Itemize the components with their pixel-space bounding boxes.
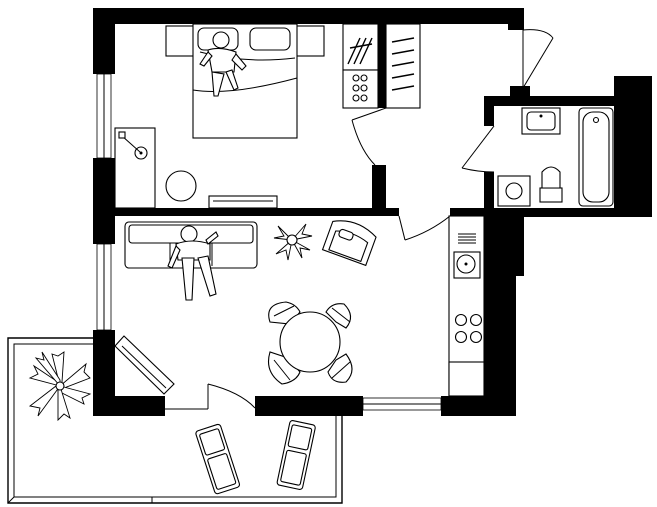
sink bbox=[453, 251, 481, 279]
washing-machine bbox=[497, 175, 531, 207]
wall-lamp bbox=[114, 335, 175, 395]
windows bbox=[96, 73, 442, 411]
wall-wardrobe bbox=[378, 8, 386, 108]
potted-plant bbox=[273, 223, 313, 261]
door-balcony bbox=[165, 383, 256, 410]
wardrobe bbox=[342, 23, 421, 109]
wall-kitchen-right bbox=[484, 208, 524, 276]
wall-bedroom-living bbox=[93, 208, 399, 216]
round-dining-table bbox=[279, 311, 341, 373]
round-ottoman bbox=[165, 170, 197, 202]
wall-left-living bbox=[93, 330, 115, 415]
door-bathroom bbox=[461, 125, 495, 173]
wall-bath-left-lower bbox=[484, 172, 494, 216]
armchair bbox=[321, 220, 377, 267]
person-lying bbox=[199, 31, 247, 97]
person-on-sofa bbox=[167, 225, 219, 301]
kitchen-counter bbox=[448, 215, 485, 397]
balcony bbox=[7, 337, 343, 504]
sun-lounger-right bbox=[276, 420, 316, 490]
shoe-rack bbox=[342, 69, 379, 109]
record-player bbox=[118, 131, 148, 160]
palm-plant bbox=[28, 351, 92, 422]
wall-bath-left-upper bbox=[484, 96, 494, 126]
toilet bbox=[539, 166, 563, 203]
wall-top-right-stub bbox=[508, 8, 524, 30]
bathroom bbox=[497, 107, 614, 207]
wall-left-bedroom-upper bbox=[93, 8, 115, 74]
dining-chairs bbox=[267, 301, 353, 385]
stove bbox=[454, 313, 483, 344]
wardrobe-hangers bbox=[347, 37, 373, 65]
nightstand-right bbox=[295, 25, 325, 57]
cooktop-vent bbox=[458, 233, 476, 244]
wall-bottom-left bbox=[93, 396, 165, 416]
doors bbox=[165, 29, 554, 410]
wall-top bbox=[93, 8, 523, 24]
wall-hall-stub bbox=[372, 165, 386, 216]
door-bedroom bbox=[351, 107, 387, 166]
wall-bottom-right bbox=[441, 396, 516, 416]
record-player-desk bbox=[114, 127, 156, 209]
living-kitchen bbox=[114, 215, 485, 397]
hall-hangers bbox=[391, 37, 415, 91]
bedroom bbox=[114, 23, 325, 209]
wall-bath-right bbox=[614, 76, 652, 216]
sun-lounger-left bbox=[195, 423, 241, 495]
wall-bath-topright bbox=[510, 86, 530, 106]
hall-wardrobe bbox=[385, 23, 421, 109]
dishwasher bbox=[448, 361, 485, 397]
wall-kitchen-right-2 bbox=[484, 276, 516, 416]
walls bbox=[93, 8, 652, 416]
wall-bath-bottom bbox=[450, 208, 652, 217]
wall-left-bedroom-lower bbox=[93, 158, 115, 244]
nightstand-left bbox=[165, 25, 195, 57]
bench bbox=[208, 195, 278, 209]
pillow-right bbox=[249, 27, 291, 51]
shoes bbox=[352, 74, 368, 102]
door-living bbox=[398, 215, 451, 241]
dining-set bbox=[267, 301, 353, 385]
door-entrance bbox=[522, 29, 554, 89]
wall-bath-top bbox=[484, 96, 624, 106]
wall-bottom-mid bbox=[255, 396, 363, 416]
